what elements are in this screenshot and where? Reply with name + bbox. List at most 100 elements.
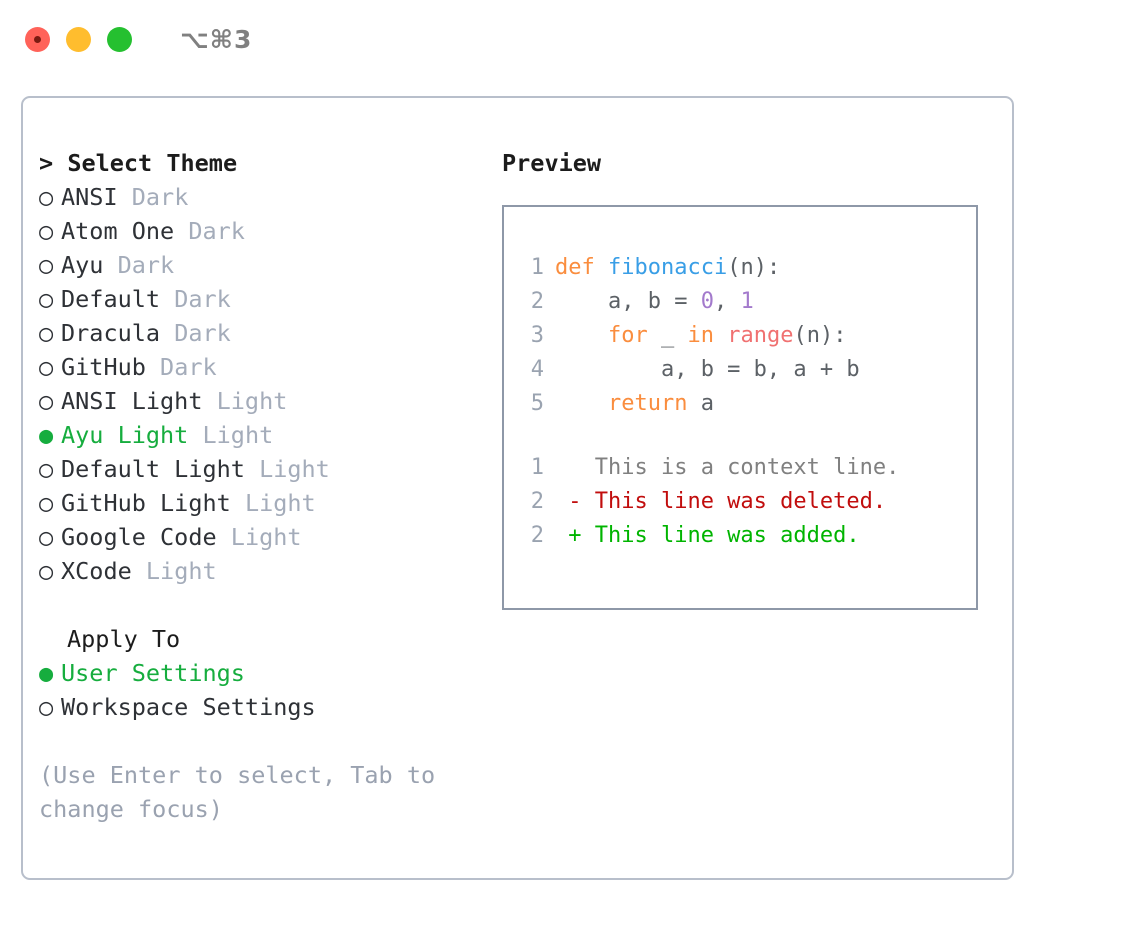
- main-frame: > Select Theme ○ANSI Dark○Atom One Dark○…: [21, 96, 1014, 880]
- theme-list-item[interactable]: ○GitHub Dark: [39, 350, 479, 384]
- theme-variant-tag: Light: [244, 489, 316, 517]
- diff-line: 2 + This line was added.: [522, 519, 976, 553]
- theme-variant-tag: Dark: [160, 353, 217, 381]
- theme-list-item[interactable]: ○Default Dark: [39, 282, 479, 316]
- theme-name: Atom One: [61, 217, 175, 245]
- code-line: 2 a, b = 0, 1: [522, 285, 976, 319]
- code-token-txt: [555, 323, 608, 348]
- code-line: 5 return a: [522, 387, 976, 421]
- theme-name: ANSI Light: [61, 387, 203, 415]
- code-token-txt: ,: [713, 289, 741, 314]
- diff-text-ctx: This is a context line.: [555, 455, 900, 480]
- code-line: 3 for _ in range(n):: [522, 319, 976, 353]
- line-number: 1: [530, 255, 544, 280]
- code-token-txt: a, b =: [555, 289, 701, 314]
- code-token-num: 1: [740, 289, 754, 314]
- theme-list-item[interactable]: ○XCode Light: [39, 554, 479, 588]
- radio-unselected-icon: ○: [39, 557, 54, 585]
- title-bar: ⌥⌘3: [0, 0, 1140, 78]
- theme-name: Default Light: [61, 455, 245, 483]
- apply-to-label: Workspace Settings: [61, 693, 316, 721]
- window-title: ⌥⌘3: [180, 24, 253, 54]
- line-number: 2: [530, 289, 544, 314]
- line-number: 3: [530, 323, 544, 348]
- theme-variant-tag: Light: [216, 387, 288, 415]
- theme-name: Google Code: [61, 523, 217, 551]
- diff-line: 2 - This line was deleted.: [522, 485, 976, 519]
- radio-unselected-icon: ○: [39, 251, 54, 279]
- apply-to-option[interactable]: ○Workspace Settings: [39, 690, 479, 724]
- code-token-fn: fibonacci: [608, 255, 728, 280]
- theme-name: GitHub: [61, 353, 146, 381]
- theme-list-item[interactable]: ○Google Code Light: [39, 520, 479, 554]
- radio-unselected-icon: ○: [39, 353, 54, 381]
- theme-variant-tag: Dark: [117, 251, 175, 279]
- theme-name: XCode: [61, 557, 132, 585]
- apply-to-title: Apply To: [67, 625, 181, 653]
- line-number: 1: [530, 455, 544, 480]
- keyboard-hint: (Use Enter to select, Tab to change focu…: [39, 761, 436, 823]
- close-button[interactable]: [25, 26, 50, 52]
- diff-sample: 1 This is a context line.2 - This line w…: [522, 451, 976, 553]
- radio-unselected-icon: ○: [39, 183, 54, 211]
- radio-unselected-icon: ○: [39, 387, 54, 415]
- radio-selected-icon: ●: [39, 421, 54, 449]
- code-token-txt: [555, 391, 608, 416]
- theme-list-item[interactable]: ○Default Light Light: [39, 452, 479, 486]
- diff-text-del: - This line was deleted.: [555, 489, 887, 514]
- code-token-txt: (n):: [793, 323, 847, 348]
- theme-variant-tag: Light: [259, 455, 330, 483]
- diff-line: 1 This is a context line.: [522, 451, 976, 485]
- theme-variant-tag: Light: [145, 557, 217, 585]
- radio-selected-icon: ●: [39, 659, 54, 687]
- line-number: 5: [530, 391, 544, 416]
- maximize-button[interactable]: [107, 26, 132, 52]
- theme-list-item[interactable]: ○ANSI Dark: [39, 180, 479, 214]
- code-token-kw: in: [687, 323, 714, 348]
- code-token-txt: (n):: [727, 255, 781, 280]
- code-token-txt: a, b = b, a + b: [555, 357, 860, 382]
- code-token-num: 0: [700, 289, 714, 314]
- code-token-txt: [595, 255, 608, 280]
- theme-list-item[interactable]: ○ANSI Light Light: [39, 384, 479, 418]
- radio-unselected-icon: ○: [39, 693, 54, 721]
- theme-picker-pane: > Select Theme ○ANSI Dark○Atom One Dark○…: [39, 146, 479, 826]
- theme-variant-tag: Dark: [188, 217, 245, 245]
- theme-name: Ayu: [61, 251, 104, 279]
- theme-list-item[interactable]: ○Ayu Dark: [39, 248, 479, 282]
- spacer: [522, 421, 976, 451]
- code-token-txt: [714, 323, 727, 348]
- apply-to-option[interactable]: ●User Settings: [39, 656, 479, 690]
- theme-list-item[interactable]: ○Atom One Dark: [39, 214, 479, 248]
- preview-title: Preview: [502, 149, 602, 177]
- page-title: > Select Theme: [39, 146, 479, 180]
- code-token-kw: return: [607, 391, 688, 416]
- page-title-text: Select Theme: [67, 149, 238, 177]
- theme-list: ○ANSI Dark○Atom One Dark○Ayu Dark○Defaul…: [39, 180, 479, 588]
- theme-list-item[interactable]: ●Ayu Light Light: [39, 418, 479, 452]
- code-line: 4 a, b = b, a + b: [522, 353, 976, 387]
- caret-icon: >: [39, 149, 54, 177]
- minimize-button[interactable]: [66, 26, 91, 52]
- line-number: 2: [530, 489, 544, 514]
- theme-name: ANSI: [61, 183, 118, 211]
- apply-to-list: ●User Settings○Workspace Settings: [39, 656, 479, 724]
- apply-to-label: User Settings: [61, 659, 245, 687]
- radio-unselected-icon: ○: [39, 523, 54, 551]
- theme-variant-tag: Light: [230, 523, 302, 551]
- diff-text-add: + This line was added.: [555, 523, 860, 548]
- theme-variant-tag: Dark: [131, 183, 189, 211]
- theme-list-item[interactable]: ○Dracula Dark: [39, 316, 479, 350]
- theme-list-item[interactable]: ○GitHub Light Light: [39, 486, 479, 520]
- radio-unselected-icon: ○: [39, 489, 54, 517]
- radio-unselected-icon: ○: [39, 285, 54, 313]
- theme-variant-tag: Dark: [174, 285, 231, 313]
- theme-name: Default: [61, 285, 161, 313]
- theme-variant-tag: Light: [202, 421, 274, 449]
- window-controls: [25, 26, 132, 52]
- theme-name: Dracula: [61, 319, 161, 347]
- code-token-txt: _: [647, 323, 688, 348]
